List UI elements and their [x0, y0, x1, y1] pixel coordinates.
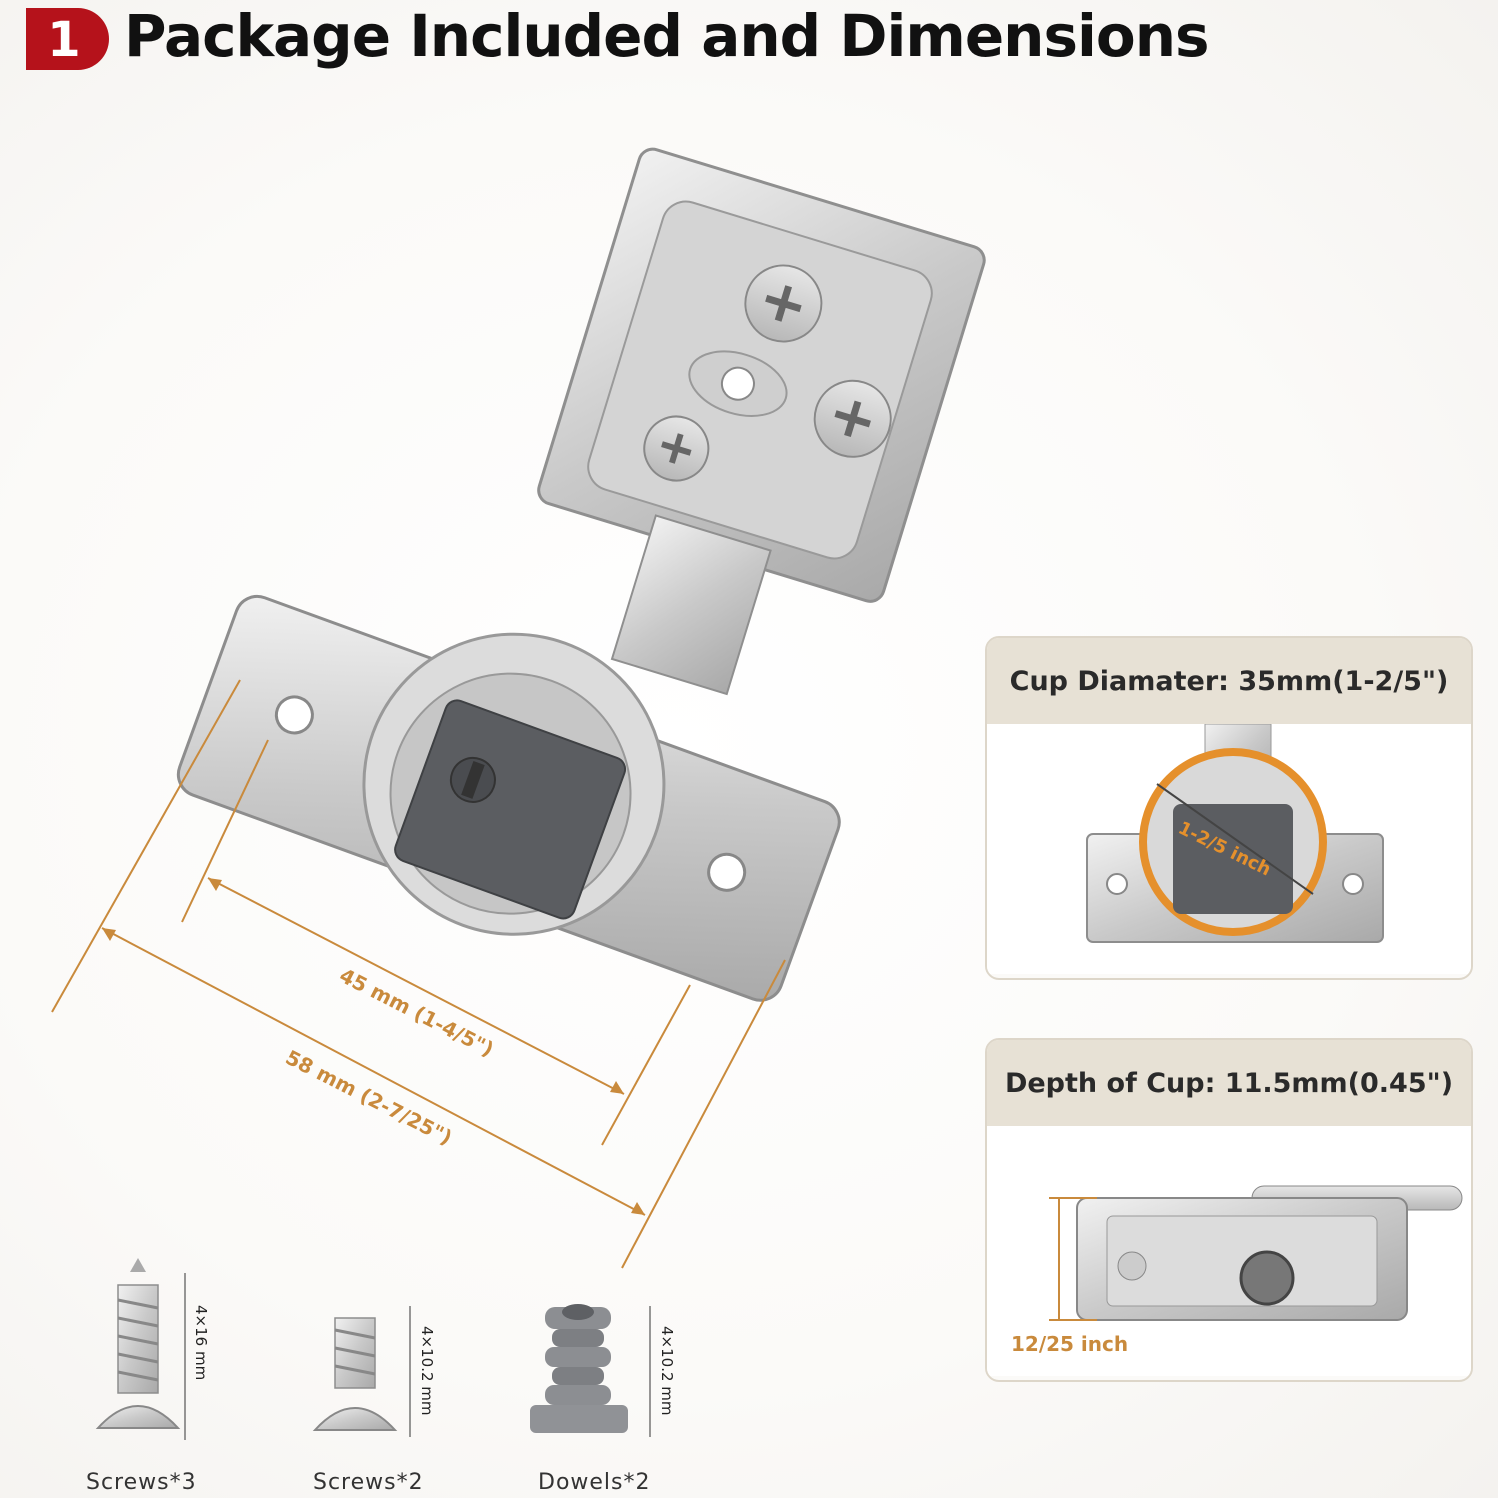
hole-spacing-label: 45 mm (1-4/5") [336, 963, 498, 1061]
part-label-screws-large: Screws*3 [86, 1470, 197, 1495]
cup-depth-card: Depth of Cup: 11.5mm(0.45") 12/25 inch [985, 1038, 1473, 1382]
cup-diameter-svg: 1-2/5 inch [1086, 723, 1384, 943]
screw-small: 4×10.2 mm [312, 1306, 436, 1437]
cup-depth-svg [1049, 1185, 1463, 1321]
cup-diameter-figure: 1-2/5 inch [987, 723, 1471, 974]
cup-diameter-title: Cup Diamater: 35mm(1-2/5") [987, 638, 1471, 724]
cup-depth-annotation: 12/25 inch [1011, 1332, 1129, 1356]
dimension-lines [51, 679, 786, 1269]
mounting-hole [274, 695, 314, 735]
dowel-size: 4×10.2 mm [658, 1326, 676, 1416]
cup-depth-title: Depth of Cup: 11.5mm(0.45") [987, 1040, 1471, 1126]
screw-large-size: 4×16 mm [192, 1305, 210, 1380]
part-label-screws-small: Screws*2 [313, 1470, 424, 1495]
screw-large: 4×16 mm [95, 1258, 210, 1440]
screw-small-size: 4×10.2 mm [418, 1326, 436, 1416]
damper-cap [394, 699, 627, 920]
page-title: Package Included and Dimensions [124, 2, 1210, 70]
step-badge: 1 [26, 8, 109, 70]
dowel: 4×10.2 mm [530, 1304, 676, 1437]
plate-length-label: 58 mm (2-7/25") [282, 1045, 456, 1150]
mounting-hole [707, 852, 747, 892]
part-label-dowels: Dowels*2 [538, 1470, 651, 1495]
cup-depth-figure: 12/25 inch [987, 1126, 1471, 1376]
dimension-arrows [102, 878, 645, 1215]
badge-number: 1 [47, 12, 80, 68]
cup-diameter-card: Cup Diamater: 35mm(1-2/5") 1-2/5 inch [985, 636, 1473, 980]
hinge-base [176, 594, 841, 1002]
hinge-arm [537, 147, 986, 696]
